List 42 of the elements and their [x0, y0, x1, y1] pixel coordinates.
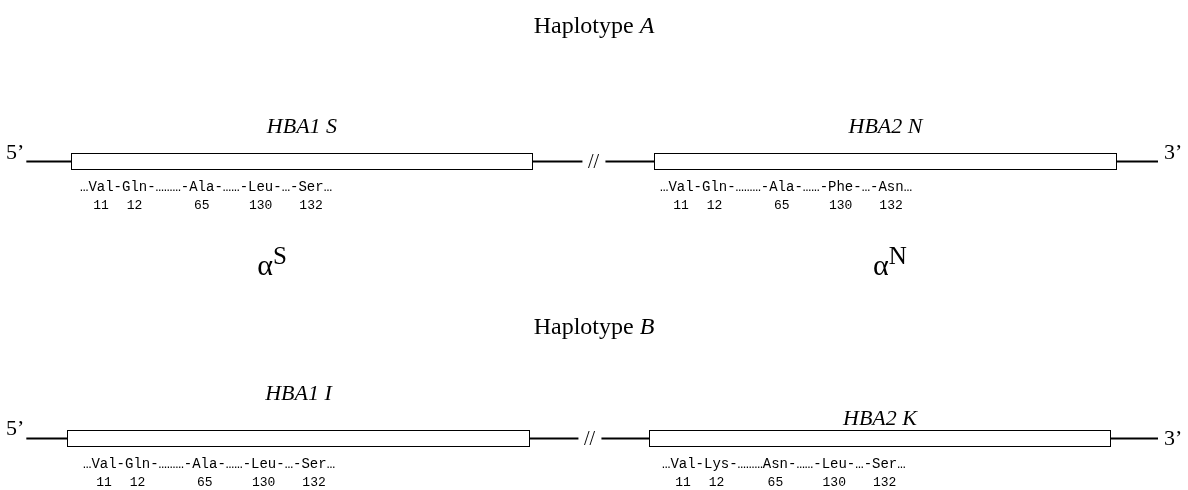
strand-end-label: 5’ — [6, 416, 25, 440]
gene-name: HBA2 K — [842, 405, 919, 431]
residue-position-number: 12 — [126, 198, 143, 213]
residue-position-number: 65 — [197, 475, 213, 490]
gene-name: HBA1 S — [265, 113, 339, 139]
amino-acid-sequence: …Val-Lys-………Asn-……-Leu-…-Ser… — [662, 456, 906, 472]
residue-position-number: 12 — [706, 198, 723, 213]
haplotype-heading: Haplotype B — [533, 313, 655, 340]
residue-position-number: 12 — [129, 475, 146, 490]
amino-acid-sequence: …Val-Gln-………-Ala-……-Leu-…-Ser… — [83, 456, 336, 472]
gene-name: HBA1 I — [264, 380, 334, 406]
strand-end-label: 3’ — [1164, 426, 1183, 450]
protein-chain-label: α$^{N}$ — [873, 242, 907, 282]
residue-position-number: 11 — [93, 198, 109, 213]
residue-position-number: 11 — [675, 475, 691, 490]
residue-position-number: 11 — [673, 198, 689, 213]
residue-position-number: 130 — [248, 198, 273, 213]
haplotype-heading: Haplotype A — [533, 12, 655, 39]
dna-strand-line — [25, 437, 68, 440]
strand-end-label: 3’ — [1164, 140, 1183, 164]
strand-end-label: 5’ — [6, 140, 25, 164]
residue-position-number: 132 — [299, 198, 323, 213]
residue-position-number: 130 — [251, 475, 276, 490]
dna-strand-line — [529, 437, 650, 440]
dna-strand-line — [25, 160, 72, 163]
amino-acid-sequence: …Val-Gln-………-Ala-……-Leu-…-Ser… — [80, 179, 333, 195]
residue-position-number: 65 — [767, 475, 784, 490]
residue-position-number: 132 — [879, 198, 903, 213]
residue-position-number: 132 — [302, 475, 326, 490]
residue-position-number: 130 — [828, 198, 853, 213]
residue-position-number: 65 — [774, 198, 790, 213]
dna-strand-line — [532, 160, 655, 163]
residue-position-number: 12 — [708, 475, 725, 490]
gene-name: HBA2 N — [847, 113, 925, 139]
residue-position-number: 132 — [872, 475, 897, 490]
dna-strand-line — [1116, 160, 1159, 163]
residue-position-number: 11 — [96, 475, 112, 490]
dna-strand-line — [1110, 437, 1159, 440]
residue-position-number: 130 — [822, 475, 846, 490]
residue-position-number: 65 — [194, 198, 210, 213]
protein-chain-label: α$^{S}$ — [257, 242, 287, 282]
amino-acid-sequence: …Val-Gln-………-Ala-……-Phe-…-Asn… — [660, 179, 913, 195]
